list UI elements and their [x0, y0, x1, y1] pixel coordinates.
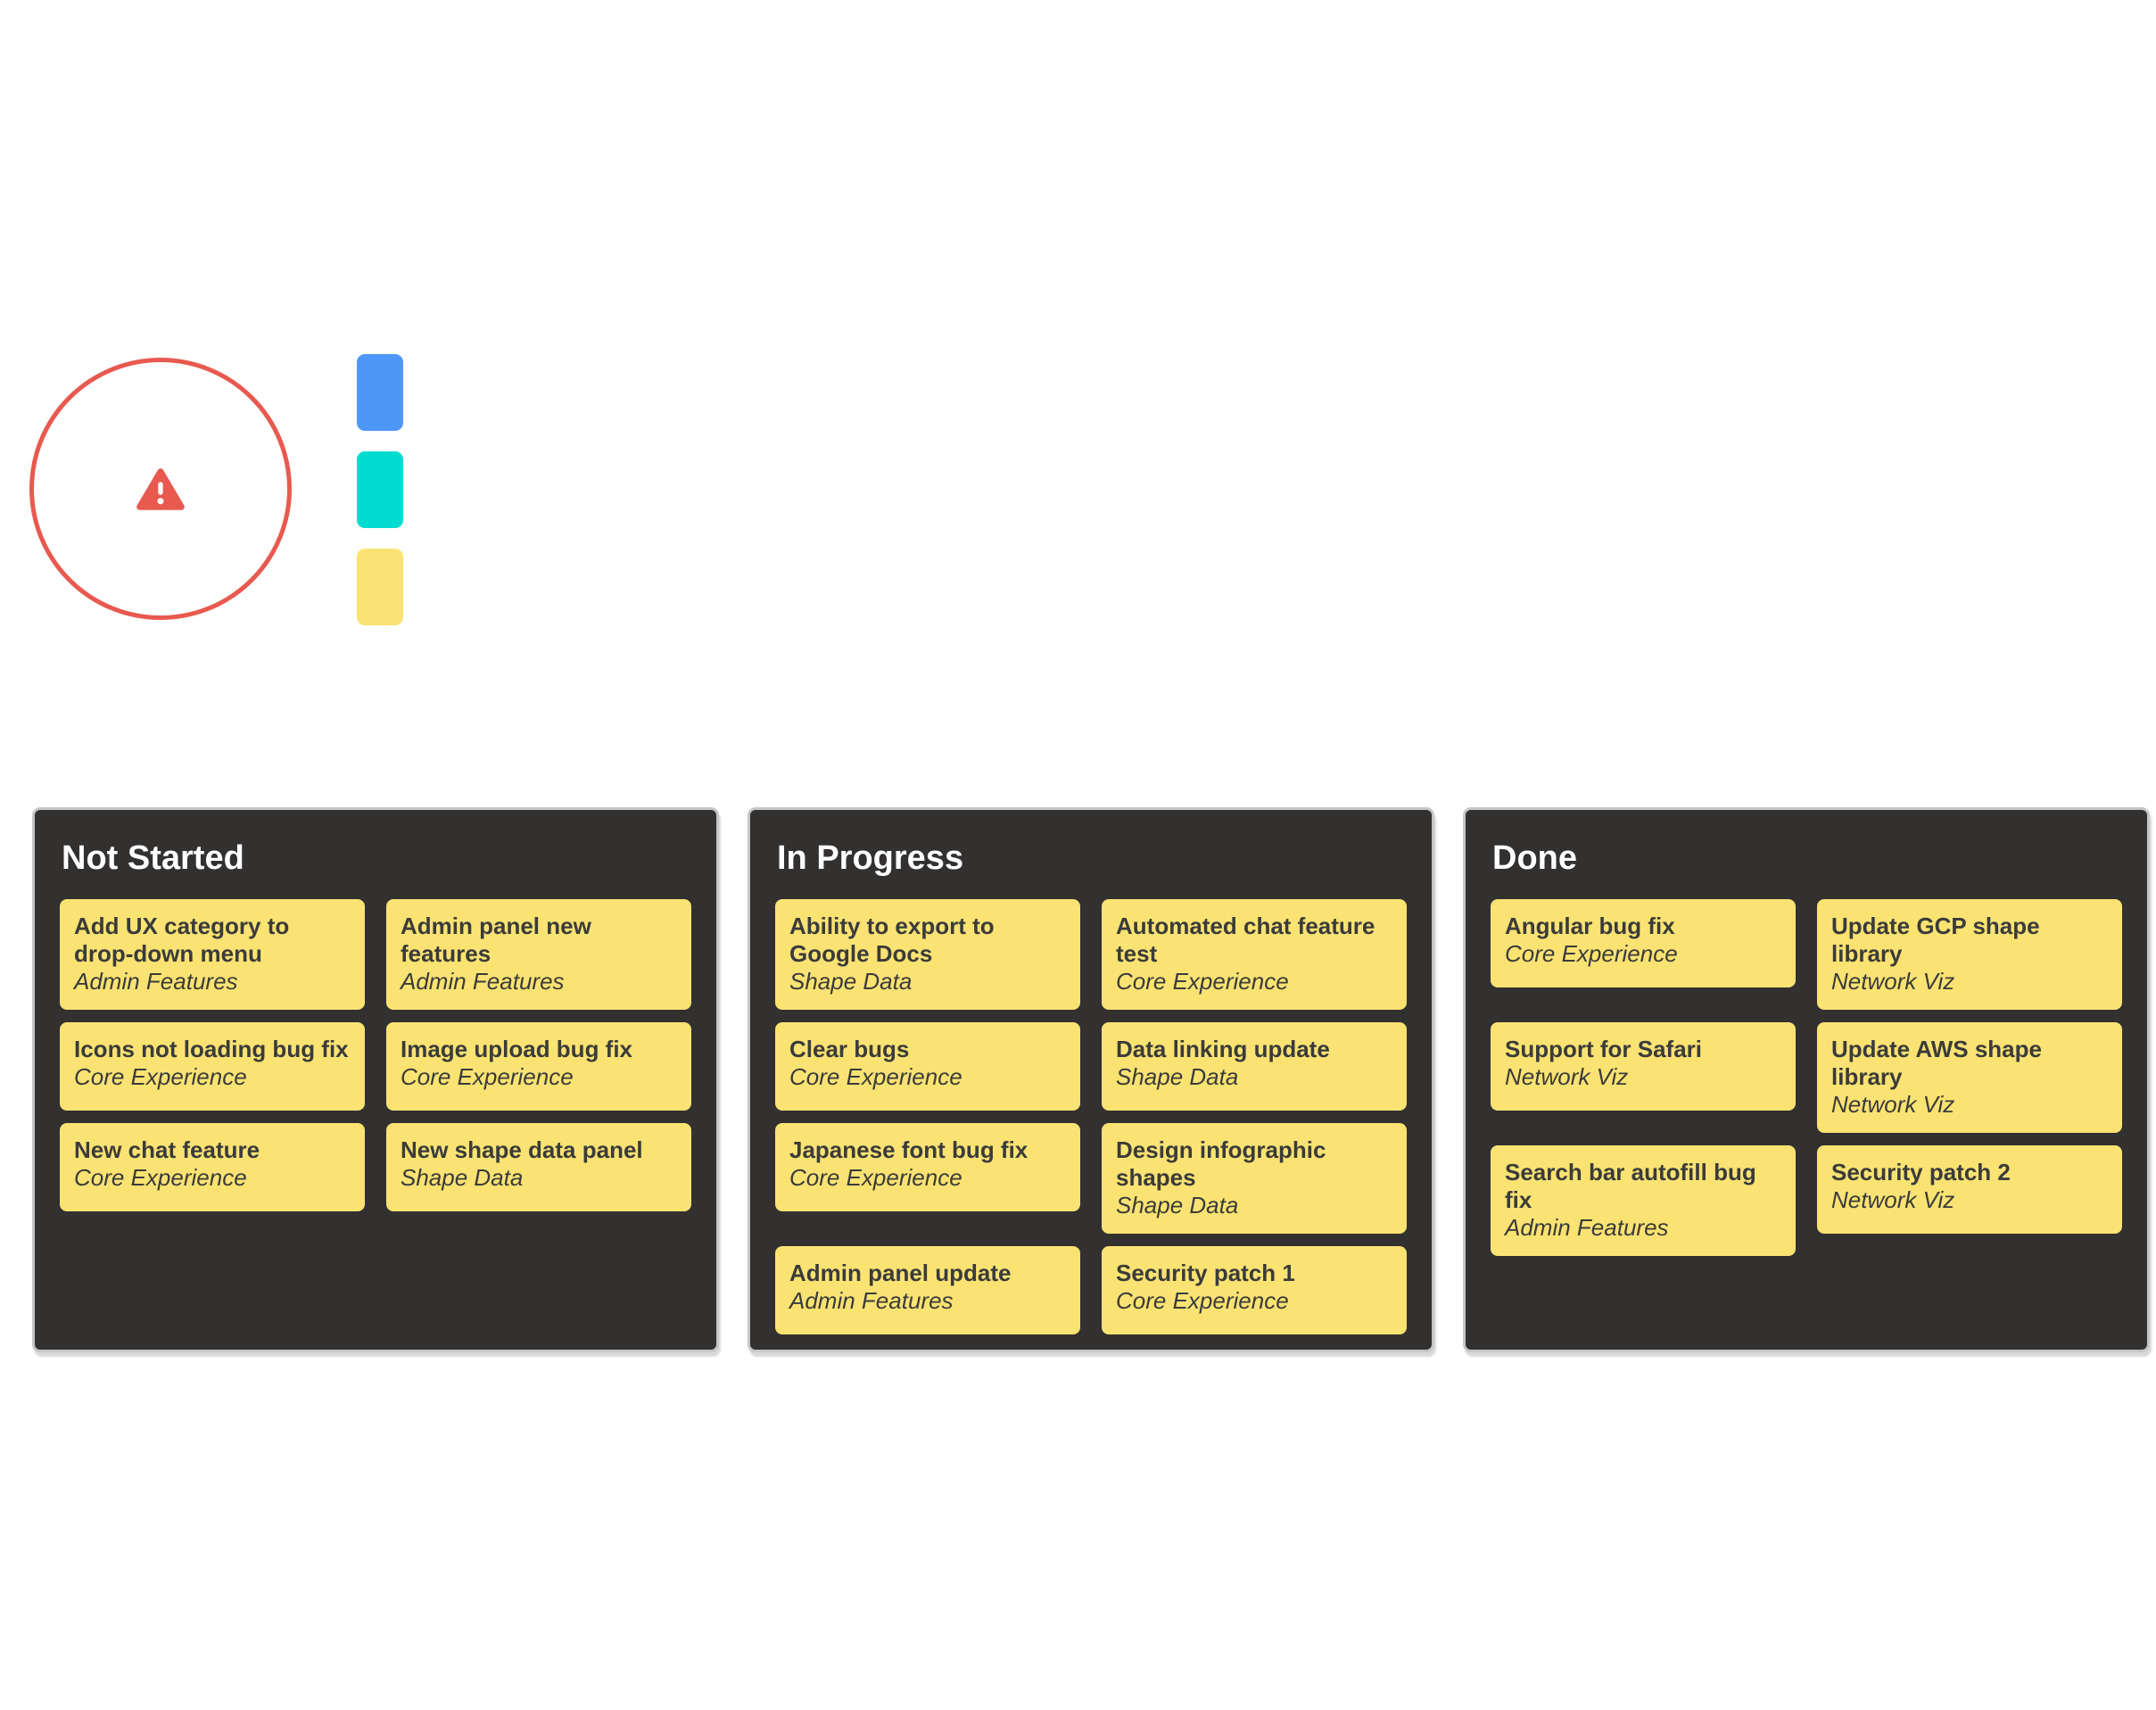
kanban-card[interactable]: Security patch 1 Core Experience — [1102, 1246, 1407, 1334]
card-category: Core Experience — [789, 1063, 962, 1090]
card-category: Admin Features — [789, 1287, 954, 1314]
card-title: Clear bugs — [789, 1036, 910, 1062]
kanban-card[interactable]: Clear bugs Core Experience — [775, 1022, 1080, 1111]
kanban-card[interactable]: Update AWS shape library Network Viz — [1817, 1022, 2122, 1133]
card-category: Shape Data — [789, 968, 913, 995]
card-title: New shape data panel — [401, 1136, 643, 1163]
card-category: Shape Data — [401, 1164, 524, 1191]
card-title: Design infographic shapes — [1116, 1136, 1326, 1191]
column-title: In Progress — [777, 839, 964, 877]
card-category: Shape Data — [1116, 1192, 1239, 1218]
legend-chip-blue[interactable] — [357, 354, 403, 431]
kanban-card[interactable]: Admin panel update Admin Features — [775, 1246, 1080, 1334]
card-category: Core Experience — [74, 1063, 247, 1090]
card-title: Admin panel new features — [401, 913, 591, 967]
column-title: Done — [1492, 839, 1577, 877]
legend-chip-yellow[interactable] — [357, 549, 403, 625]
legend-chips — [357, 354, 403, 625]
card-title: New chat feature — [74, 1136, 260, 1163]
card-category: Core Experience — [74, 1164, 247, 1191]
kanban-card[interactable]: Ability to export to Google Docs Shape D… — [775, 899, 1080, 1010]
kanban-column-in-progress[interactable]: In Progress Ability to export to Google … — [748, 807, 1434, 1352]
kanban-card[interactable]: New chat feature Core Experience — [60, 1123, 365, 1211]
column-cards: Add UX category to drop-down menu Admin … — [60, 899, 691, 1211]
kanban-column-not-started[interactable]: Not Started Add UX category to drop-down… — [32, 807, 719, 1352]
card-title: Search bar autofill bug fix — [1505, 1159, 1756, 1213]
kanban-card[interactable]: Admin panel new features Admin Features — [386, 899, 691, 1010]
kanban-card[interactable]: Update GCP shape library Network Viz — [1817, 899, 2122, 1010]
warning-circle-shape[interactable] — [29, 358, 292, 620]
kanban-board: Not Started Add UX category to drop-down… — [32, 807, 2150, 1352]
kanban-card[interactable]: Japanese font bug fix Core Experience — [775, 1123, 1080, 1211]
card-title: Ability to export to Google Docs — [789, 913, 995, 967]
card-title: Add UX category to drop-down menu — [74, 913, 290, 967]
card-category: Network Viz — [1831, 968, 1955, 995]
card-category: Core Experience — [1116, 1287, 1289, 1314]
card-title: Data linking update — [1116, 1036, 1330, 1062]
legend-chip-teal[interactable] — [357, 451, 403, 528]
card-title: Update AWS shape library — [1831, 1036, 2042, 1090]
kanban-card[interactable]: Security patch 2 Network Viz — [1817, 1145, 2122, 1234]
kanban-card[interactable]: Search bar autofill bug fix Admin Featur… — [1491, 1145, 1796, 1256]
column-cards: Ability to export to Google Docs Shape D… — [775, 899, 1407, 1334]
kanban-card[interactable]: Add UX category to drop-down menu Admin … — [60, 899, 365, 1010]
warning-triangle-icon — [136, 468, 185, 510]
kanban-card[interactable]: Angular bug fix Core Experience — [1491, 899, 1796, 987]
card-category: Core Experience — [1116, 968, 1289, 995]
card-title: Image upload bug fix — [401, 1036, 633, 1062]
card-category: Core Experience — [401, 1063, 574, 1090]
column-title: Not Started — [62, 839, 244, 877]
kanban-card[interactable]: Automated chat feature test Core Experie… — [1102, 899, 1407, 1010]
card-category: Core Experience — [789, 1164, 962, 1191]
card-category: Network Viz — [1831, 1186, 1955, 1213]
card-title: Update GCP shape library — [1831, 913, 2040, 967]
card-title: Angular bug fix — [1505, 913, 1675, 939]
card-title: Security patch 2 — [1831, 1159, 2011, 1185]
card-title: Admin panel update — [789, 1260, 1012, 1286]
card-category: Admin Features — [74, 968, 238, 995]
kanban-card[interactable]: Icons not loading bug fix Core Experienc… — [60, 1022, 365, 1111]
card-category: Network Viz — [1505, 1063, 1629, 1090]
kanban-card[interactable]: Design infographic shapes Shape Data — [1102, 1123, 1407, 1234]
card-title: Automated chat feature test — [1116, 913, 1375, 967]
card-category: Admin Features — [401, 968, 565, 995]
kanban-card[interactable]: Support for Safari Network Viz — [1491, 1022, 1796, 1111]
kanban-card[interactable]: Data linking update Shape Data — [1102, 1022, 1407, 1111]
card-title: Japanese font bug fix — [789, 1136, 1028, 1163]
kanban-column-done[interactable]: Done Angular bug fix Core Experience Upd… — [1463, 807, 2150, 1352]
kanban-card[interactable]: New shape data panel Shape Data — [386, 1123, 691, 1211]
column-cards: Angular bug fix Core Experience Update G… — [1491, 899, 2122, 1256]
card-category: Admin Features — [1505, 1214, 1669, 1241]
card-title: Security patch 1 — [1116, 1260, 1295, 1286]
kanban-card[interactable]: Image upload bug fix Core Experience — [386, 1022, 691, 1111]
card-category: Core Experience — [1505, 940, 1678, 967]
card-title: Support for Safari — [1505, 1036, 1703, 1062]
card-category: Shape Data — [1116, 1063, 1239, 1090]
card-title: Icons not loading bug fix — [74, 1036, 349, 1062]
card-category: Network Viz — [1831, 1091, 1955, 1118]
